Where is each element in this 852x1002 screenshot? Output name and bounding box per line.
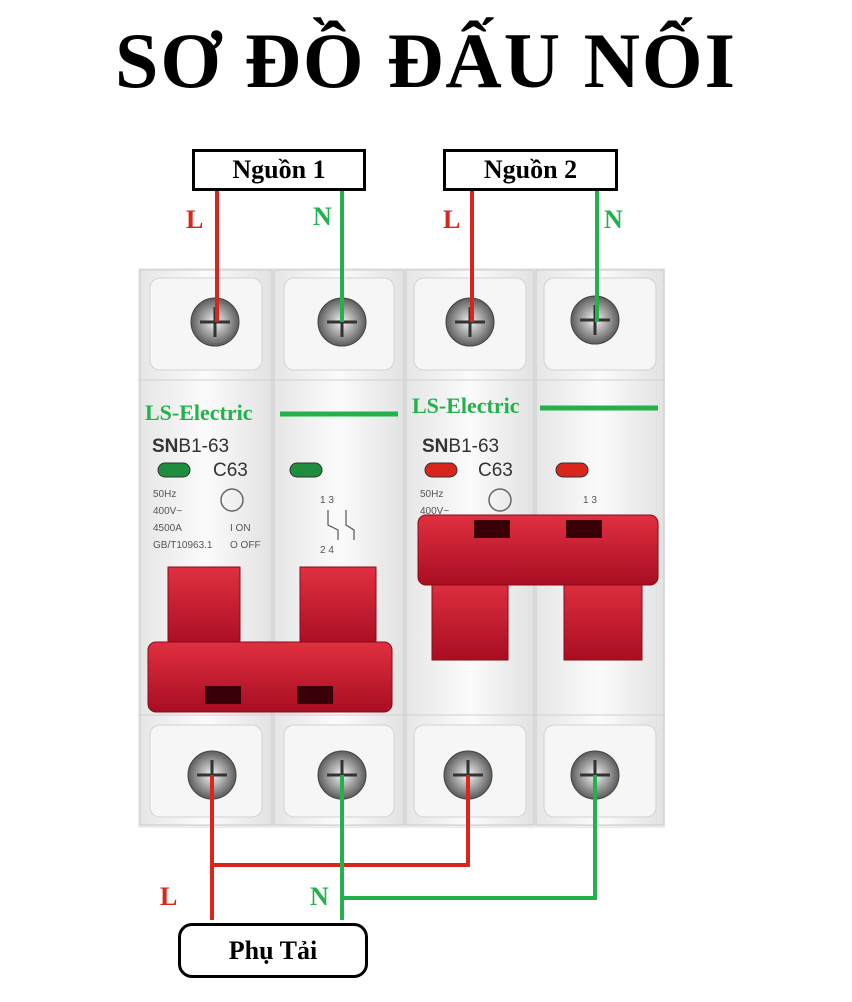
terminals-top: 1 3 bbox=[583, 495, 597, 506]
svg-text:SNB1-63: SNB1-63 bbox=[152, 436, 229, 457]
line-label: L bbox=[186, 205, 203, 234]
certification-mark-icon bbox=[488, 488, 512, 512]
on-label: I ON bbox=[230, 523, 251, 534]
model-label: B1-63 bbox=[448, 436, 499, 457]
brand-label: LS-Electric bbox=[412, 393, 520, 418]
line-label: L bbox=[443, 205, 460, 234]
neutral-bridge-wire bbox=[342, 775, 597, 900]
model-prefix: SN bbox=[152, 436, 178, 457]
terminals-bottom: 2 4 bbox=[320, 545, 334, 556]
certification-mark-icon bbox=[220, 488, 244, 512]
neutral-label: N bbox=[313, 202, 332, 231]
wire-labels: L N L N L N bbox=[160, 202, 623, 911]
line-bridge-wire bbox=[212, 775, 470, 867]
standard-label: GB/T10963.1 bbox=[153, 540, 213, 551]
freq-label: 50Hz bbox=[153, 489, 176, 500]
brand-label: LS-Electric bbox=[145, 400, 253, 425]
indicator-light bbox=[555, 462, 589, 478]
left-breaker-handle[interactable] bbox=[147, 566, 393, 713]
rating-label: C63 bbox=[478, 460, 513, 481]
voltage-label: 400V~ bbox=[420, 506, 449, 517]
right-breaker-handle[interactable] bbox=[417, 514, 659, 661]
svg-text:SNB1-63: SNB1-63 bbox=[422, 436, 499, 457]
rating-label: C63 bbox=[213, 460, 248, 481]
indicator-light bbox=[289, 462, 323, 478]
capacity-label: 4500A bbox=[153, 523, 182, 534]
model-prefix: SN bbox=[422, 436, 448, 457]
neutral-label: N bbox=[310, 882, 329, 911]
terminals-top: 1 3 bbox=[320, 495, 334, 506]
indicator-light bbox=[424, 462, 458, 478]
line-label: L bbox=[160, 882, 177, 911]
model-label: B1-63 bbox=[178, 436, 229, 457]
off-label: O OFF bbox=[230, 540, 261, 551]
voltage-label: 400V~ bbox=[153, 506, 182, 517]
page-title: SƠ ĐỒ ĐẤU NỐI bbox=[115, 17, 737, 104]
neutral-label: N bbox=[604, 205, 623, 234]
right-breaker-labels: LS-Electric SNB1-63 C63 50Hz 400V~ 1 3 bbox=[412, 393, 658, 517]
left-breaker-labels: LS-Electric SNB1-63 C63 50Hz 400V~ 4500A… bbox=[145, 400, 398, 556]
wires bbox=[210, 190, 599, 920]
source1-box: Nguồn 1 bbox=[192, 149, 366, 191]
load-box: Phụ Tải bbox=[178, 923, 368, 978]
freq-label: 50Hz bbox=[420, 489, 443, 500]
indicator-light bbox=[157, 462, 191, 478]
source2-box: Nguồn 2 bbox=[443, 149, 618, 191]
